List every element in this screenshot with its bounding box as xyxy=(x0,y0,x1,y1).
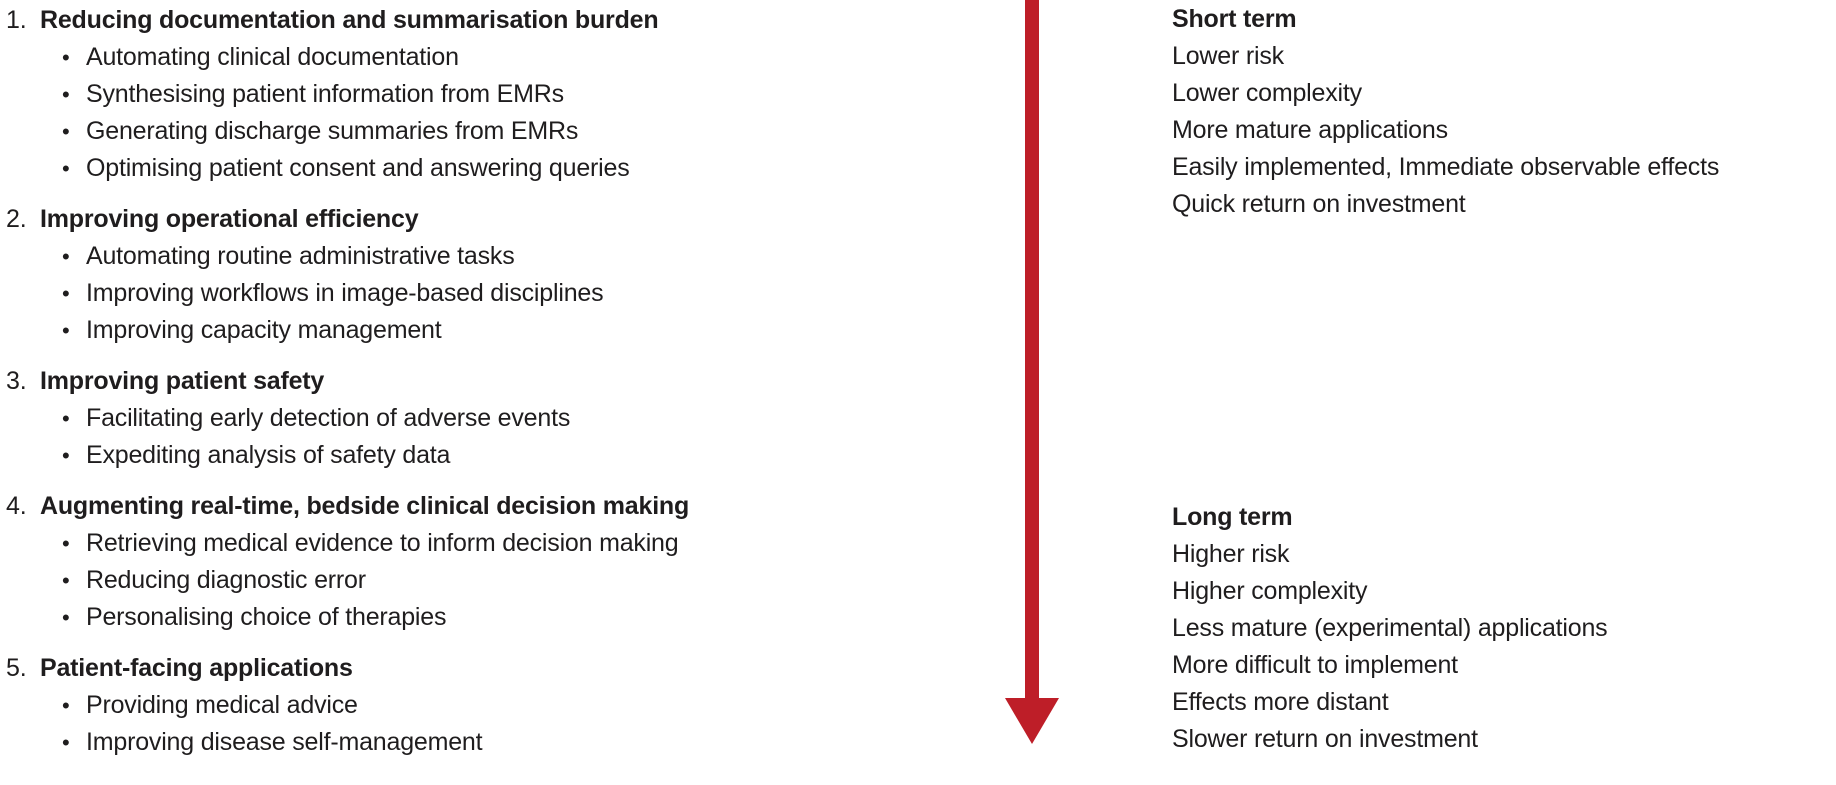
section-bullets: Retrieving medical evidence to inform de… xyxy=(6,525,996,636)
section-title: Patient-facing applications xyxy=(40,654,353,682)
list-item-text: Synthesising patient information from EM… xyxy=(86,80,564,108)
long-term-lines: Higher risk Higher complexity Less matur… xyxy=(1172,536,1832,758)
section-operational-efficiency: 2. Improving operational efficiency Auto… xyxy=(6,200,996,349)
section-documentation-burden: 1. Reducing documentation and summarisat… xyxy=(6,1,996,187)
list-item: Retrieving medical evidence to inform de… xyxy=(62,525,996,562)
term-line: Higher risk xyxy=(1172,540,1290,568)
section-heading: 3. Improving patient safety xyxy=(6,362,996,400)
section-bullets: Automating clinical documentation Synthe… xyxy=(6,39,996,187)
arrow-head xyxy=(1005,698,1059,744)
list-item: Improving disease self-management xyxy=(62,724,996,761)
section-number: 5. xyxy=(6,654,27,682)
list-item: Improving capacity management xyxy=(62,312,996,349)
list-item-text: Improving disease self-management xyxy=(86,728,483,756)
section-heading: 2. Improving operational efficiency xyxy=(6,200,996,238)
section-bullets: Facilitating early detection of adverse … xyxy=(6,400,996,474)
term-line: More mature applications xyxy=(1172,116,1448,144)
section-number: 4. xyxy=(6,492,27,520)
list-item-text: Generating discharge summaries from EMRs xyxy=(86,117,579,145)
list-item: Optimising patient consent and answering… xyxy=(62,150,996,187)
term-line: Effects more distant xyxy=(1172,688,1389,716)
term-line: Lower complexity xyxy=(1172,79,1362,107)
section-bullets: Automating routine administrative tasks … xyxy=(6,238,996,349)
short-term-lines: Lower risk Lower complexity More mature … xyxy=(1172,38,1832,223)
list-item-text: Automating routine administrative tasks xyxy=(86,242,515,270)
section-heading: 5. Patient-facing applications xyxy=(6,649,996,687)
list-item: Generating discharge summaries from EMRs xyxy=(62,113,996,150)
term-line: More difficult to implement xyxy=(1172,651,1458,679)
list-item-text: Retrieving medical evidence to inform de… xyxy=(86,529,679,557)
section-patient-safety: 3. Improving patient safety Facilitating… xyxy=(6,362,996,474)
list-item-text: Facilitating early detection of adverse … xyxy=(86,404,571,432)
term-line: Easily implemented, Immediate observable… xyxy=(1172,153,1720,181)
section-heading: 1. Reducing documentation and summarisat… xyxy=(6,1,996,39)
section-number: 2. xyxy=(6,205,27,233)
section-title: Reducing documentation and summarisation… xyxy=(40,6,659,34)
term-line: Higher complexity xyxy=(1172,577,1368,605)
list-item: Improving workflows in image-based disci… xyxy=(62,275,996,312)
list-item: Automating routine administrative tasks xyxy=(62,238,996,275)
list-item-text: Personalising choice of therapies xyxy=(86,603,447,631)
term-line: Less mature (experimental) applications xyxy=(1172,614,1608,642)
list-item-text: Reducing diagnostic error xyxy=(86,566,366,594)
long-term-heading: Long term xyxy=(1172,503,1293,531)
section-title: Improving operational efficiency xyxy=(40,205,419,233)
section-heading: 4. Augmenting real-time, bedside clinica… xyxy=(6,487,996,525)
term-line: Quick return on investment xyxy=(1172,190,1466,218)
section-clinical-decision-making: 4. Augmenting real-time, bedside clinica… xyxy=(6,487,996,636)
list-item-text: Automating clinical documentation xyxy=(86,43,459,71)
long-term-block: Long term Higher risk Higher complexity … xyxy=(1172,499,1832,758)
list-item: Personalising choice of therapies xyxy=(62,599,996,636)
down-arrow-icon xyxy=(1005,0,1059,744)
section-bullets: Providing medical advice Improving disea… xyxy=(6,687,996,761)
list-item: Providing medical advice xyxy=(62,687,996,724)
list-item: Expediting analysis of safety data xyxy=(62,437,996,474)
section-title: Augmenting real-time, bedside clinical d… xyxy=(40,492,690,520)
application-categories-list: 1. Reducing documentation and summarisat… xyxy=(6,1,996,761)
term-line: Lower risk xyxy=(1172,42,1284,70)
short-term-heading: Short term xyxy=(1172,5,1297,33)
section-title: Improving patient safety xyxy=(40,367,325,395)
section-patient-facing: 5. Patient-facing applications Providing… xyxy=(6,649,996,761)
list-item-text: Improving workflows in image-based disci… xyxy=(86,279,604,307)
list-item-text: Providing medical advice xyxy=(86,691,358,719)
list-item-text: Optimising patient consent and answering… xyxy=(86,154,630,182)
list-item: Synthesising patient information from EM… xyxy=(62,76,996,113)
arrow-shaft xyxy=(1025,0,1039,700)
section-number: 3. xyxy=(6,367,27,395)
section-number: 1. xyxy=(6,6,27,34)
short-term-block: Short term Lower risk Lower complexity M… xyxy=(1172,1,1832,223)
list-item: Automating clinical documentation xyxy=(62,39,996,76)
list-item-text: Improving capacity management xyxy=(86,316,442,344)
list-item: Facilitating early detection of adverse … xyxy=(62,400,996,437)
term-line: Slower return on investment xyxy=(1172,725,1478,753)
list-item: Reducing diagnostic error xyxy=(62,562,996,599)
list-item-text: Expediting analysis of safety data xyxy=(86,441,451,469)
